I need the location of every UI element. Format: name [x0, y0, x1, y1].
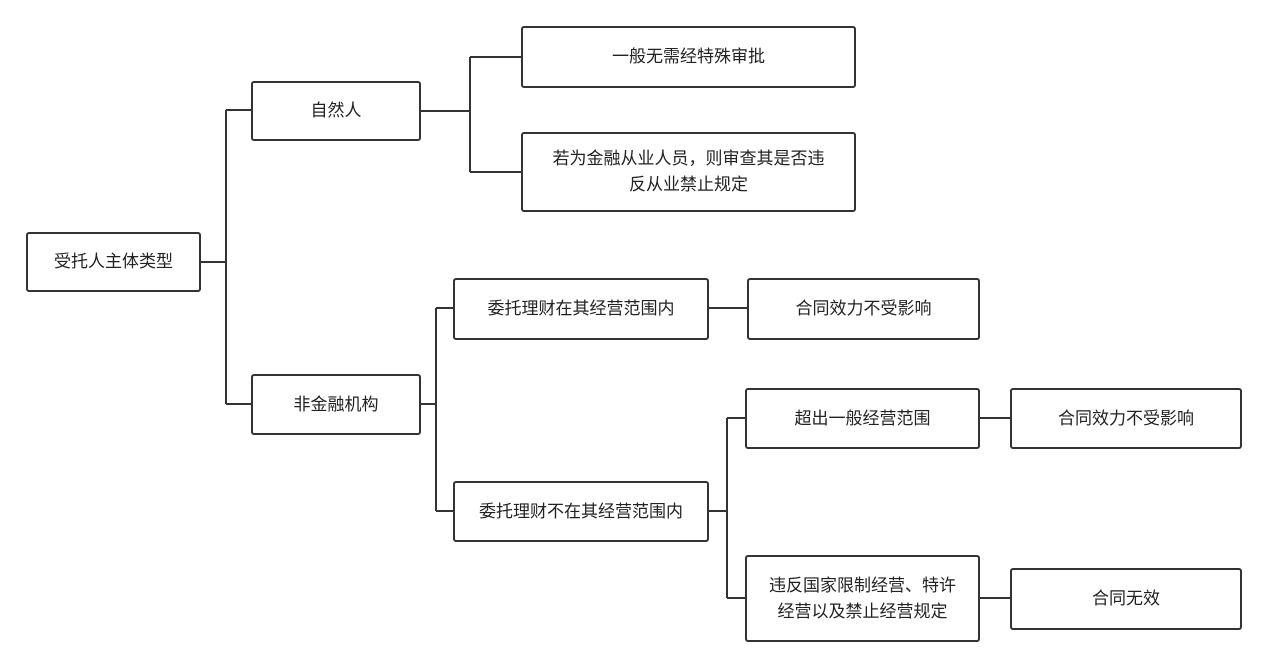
node-natural-person-label: 自然人 — [310, 101, 362, 121]
connector-natural-person — [420, 56, 521, 173]
node-np-financial: 若为金融从业人员，则审查其是否违 反从业禁止规定 — [521, 132, 856, 212]
node-violate-restrict-result-label: 合同无效 — [1092, 589, 1160, 609]
node-within-scope-result-label: 合同效力不受影响 — [795, 299, 932, 319]
connector-outside-scope — [708, 417, 745, 599]
node-non-financial-label: 非金融机构 — [293, 394, 379, 415]
node-within-scope: 委托理财在其经营范围内 — [453, 278, 709, 340]
node-violate-restrict: 违反国家限制经营、特许 经营以及禁止经营规定 — [745, 555, 980, 642]
node-np-financial-label: 若为金融从业人员，则审查其是否违 反从业禁止规定 — [552, 149, 825, 195]
node-beyond-general: 超出一般经营范围 — [745, 388, 980, 449]
node-outside-scope-label: 委托理财不在其经营范围内 — [479, 501, 683, 522]
node-outside-scope: 委托理财不在其经营范围内 — [453, 481, 709, 542]
node-natural-person: 自然人 — [251, 81, 421, 141]
node-violate-restrict-result: 合同无效 — [1010, 568, 1242, 630]
node-beyond-general-result: 合同效力不受影响 — [1010, 388, 1242, 449]
node-root-label: 受托人主体类型 — [54, 252, 173, 272]
connector-non-financial — [420, 307, 453, 512]
node-non-financial: 非金融机构 — [251, 374, 421, 435]
node-root: 受托人主体类型 — [26, 232, 201, 292]
node-beyond-general-label: 超出一般经营范围 — [794, 408, 931, 429]
node-np-general-label: 一般无需经特殊审批 — [612, 47, 765, 67]
node-beyond-general-result-label: 合同效力不受影响 — [1058, 408, 1194, 429]
node-within-scope-label: 委托理财在其经营范围内 — [487, 299, 675, 319]
connector-root — [200, 109, 251, 405]
node-np-general: 一般无需经特殊审批 — [521, 26, 856, 88]
node-violate-restrict-label: 违反国家限制经营、特许 经营以及禁止经营规定 — [769, 575, 956, 622]
node-within-scope-result: 合同效力不受影响 — [747, 278, 980, 340]
